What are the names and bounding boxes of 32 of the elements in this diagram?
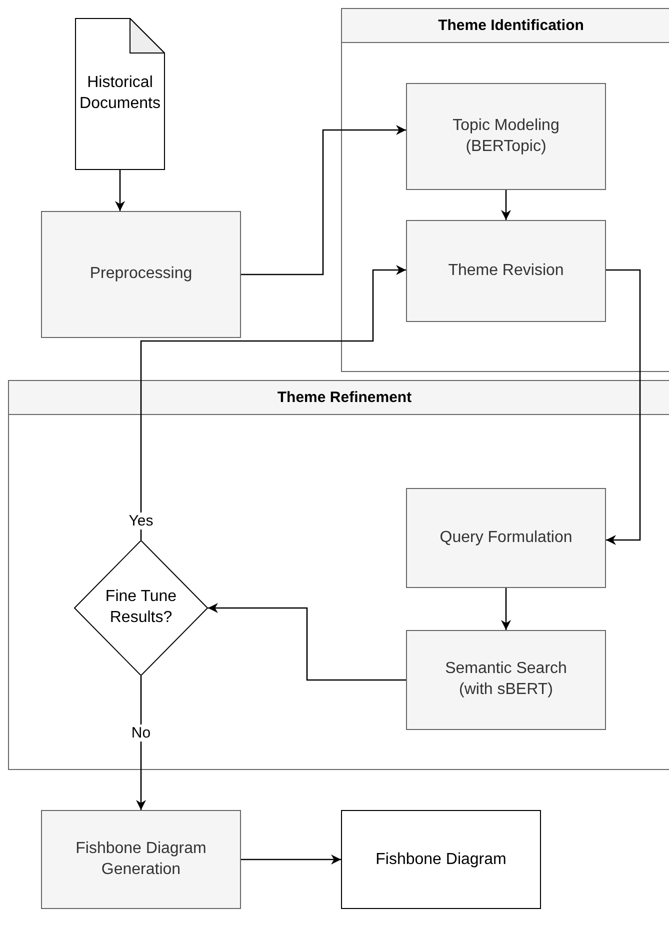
arrow <box>241 125 406 276</box>
output-box <box>341 810 541 909</box>
arrow <box>606 269 641 545</box>
node-label: Theme Revision <box>448 260 564 281</box>
arrow <box>501 190 511 220</box>
process-box <box>41 810 241 909</box>
arrow <box>208 603 406 681</box>
node-label: Fine Tune Results? <box>104 587 178 628</box>
process-box <box>41 211 241 338</box>
group-container <box>8 380 669 770</box>
group-container <box>341 8 669 372</box>
arrow <box>241 854 341 864</box>
process-box <box>406 488 606 588</box>
arrow <box>136 676 146 810</box>
group-title: Theme Identification <box>342 9 669 43</box>
node-label: Semantic Search (with sBERT) <box>444 659 568 700</box>
process-box <box>406 630 606 730</box>
decision-diamond <box>74 540 208 676</box>
node-label: Query Formulation <box>440 528 572 548</box>
node-label: Topic Modeling (BERTopic) <box>452 116 560 156</box>
node-label: Fishbone Diagram Generation <box>74 838 208 880</box>
document-shape <box>75 18 165 170</box>
arrow <box>140 265 406 540</box>
node-label: Preprocessing <box>90 264 192 284</box>
process-box <box>406 220 606 322</box>
arrow <box>115 170 125 211</box>
node-label: Fishbone Diagram <box>376 850 506 868</box>
arrow <box>501 588 511 630</box>
process-box <box>406 83 606 190</box>
edge-label: Yes <box>126 512 156 530</box>
node-label: Historical Documents <box>78 73 162 114</box>
group-title: Theme Refinement <box>9 381 669 415</box>
